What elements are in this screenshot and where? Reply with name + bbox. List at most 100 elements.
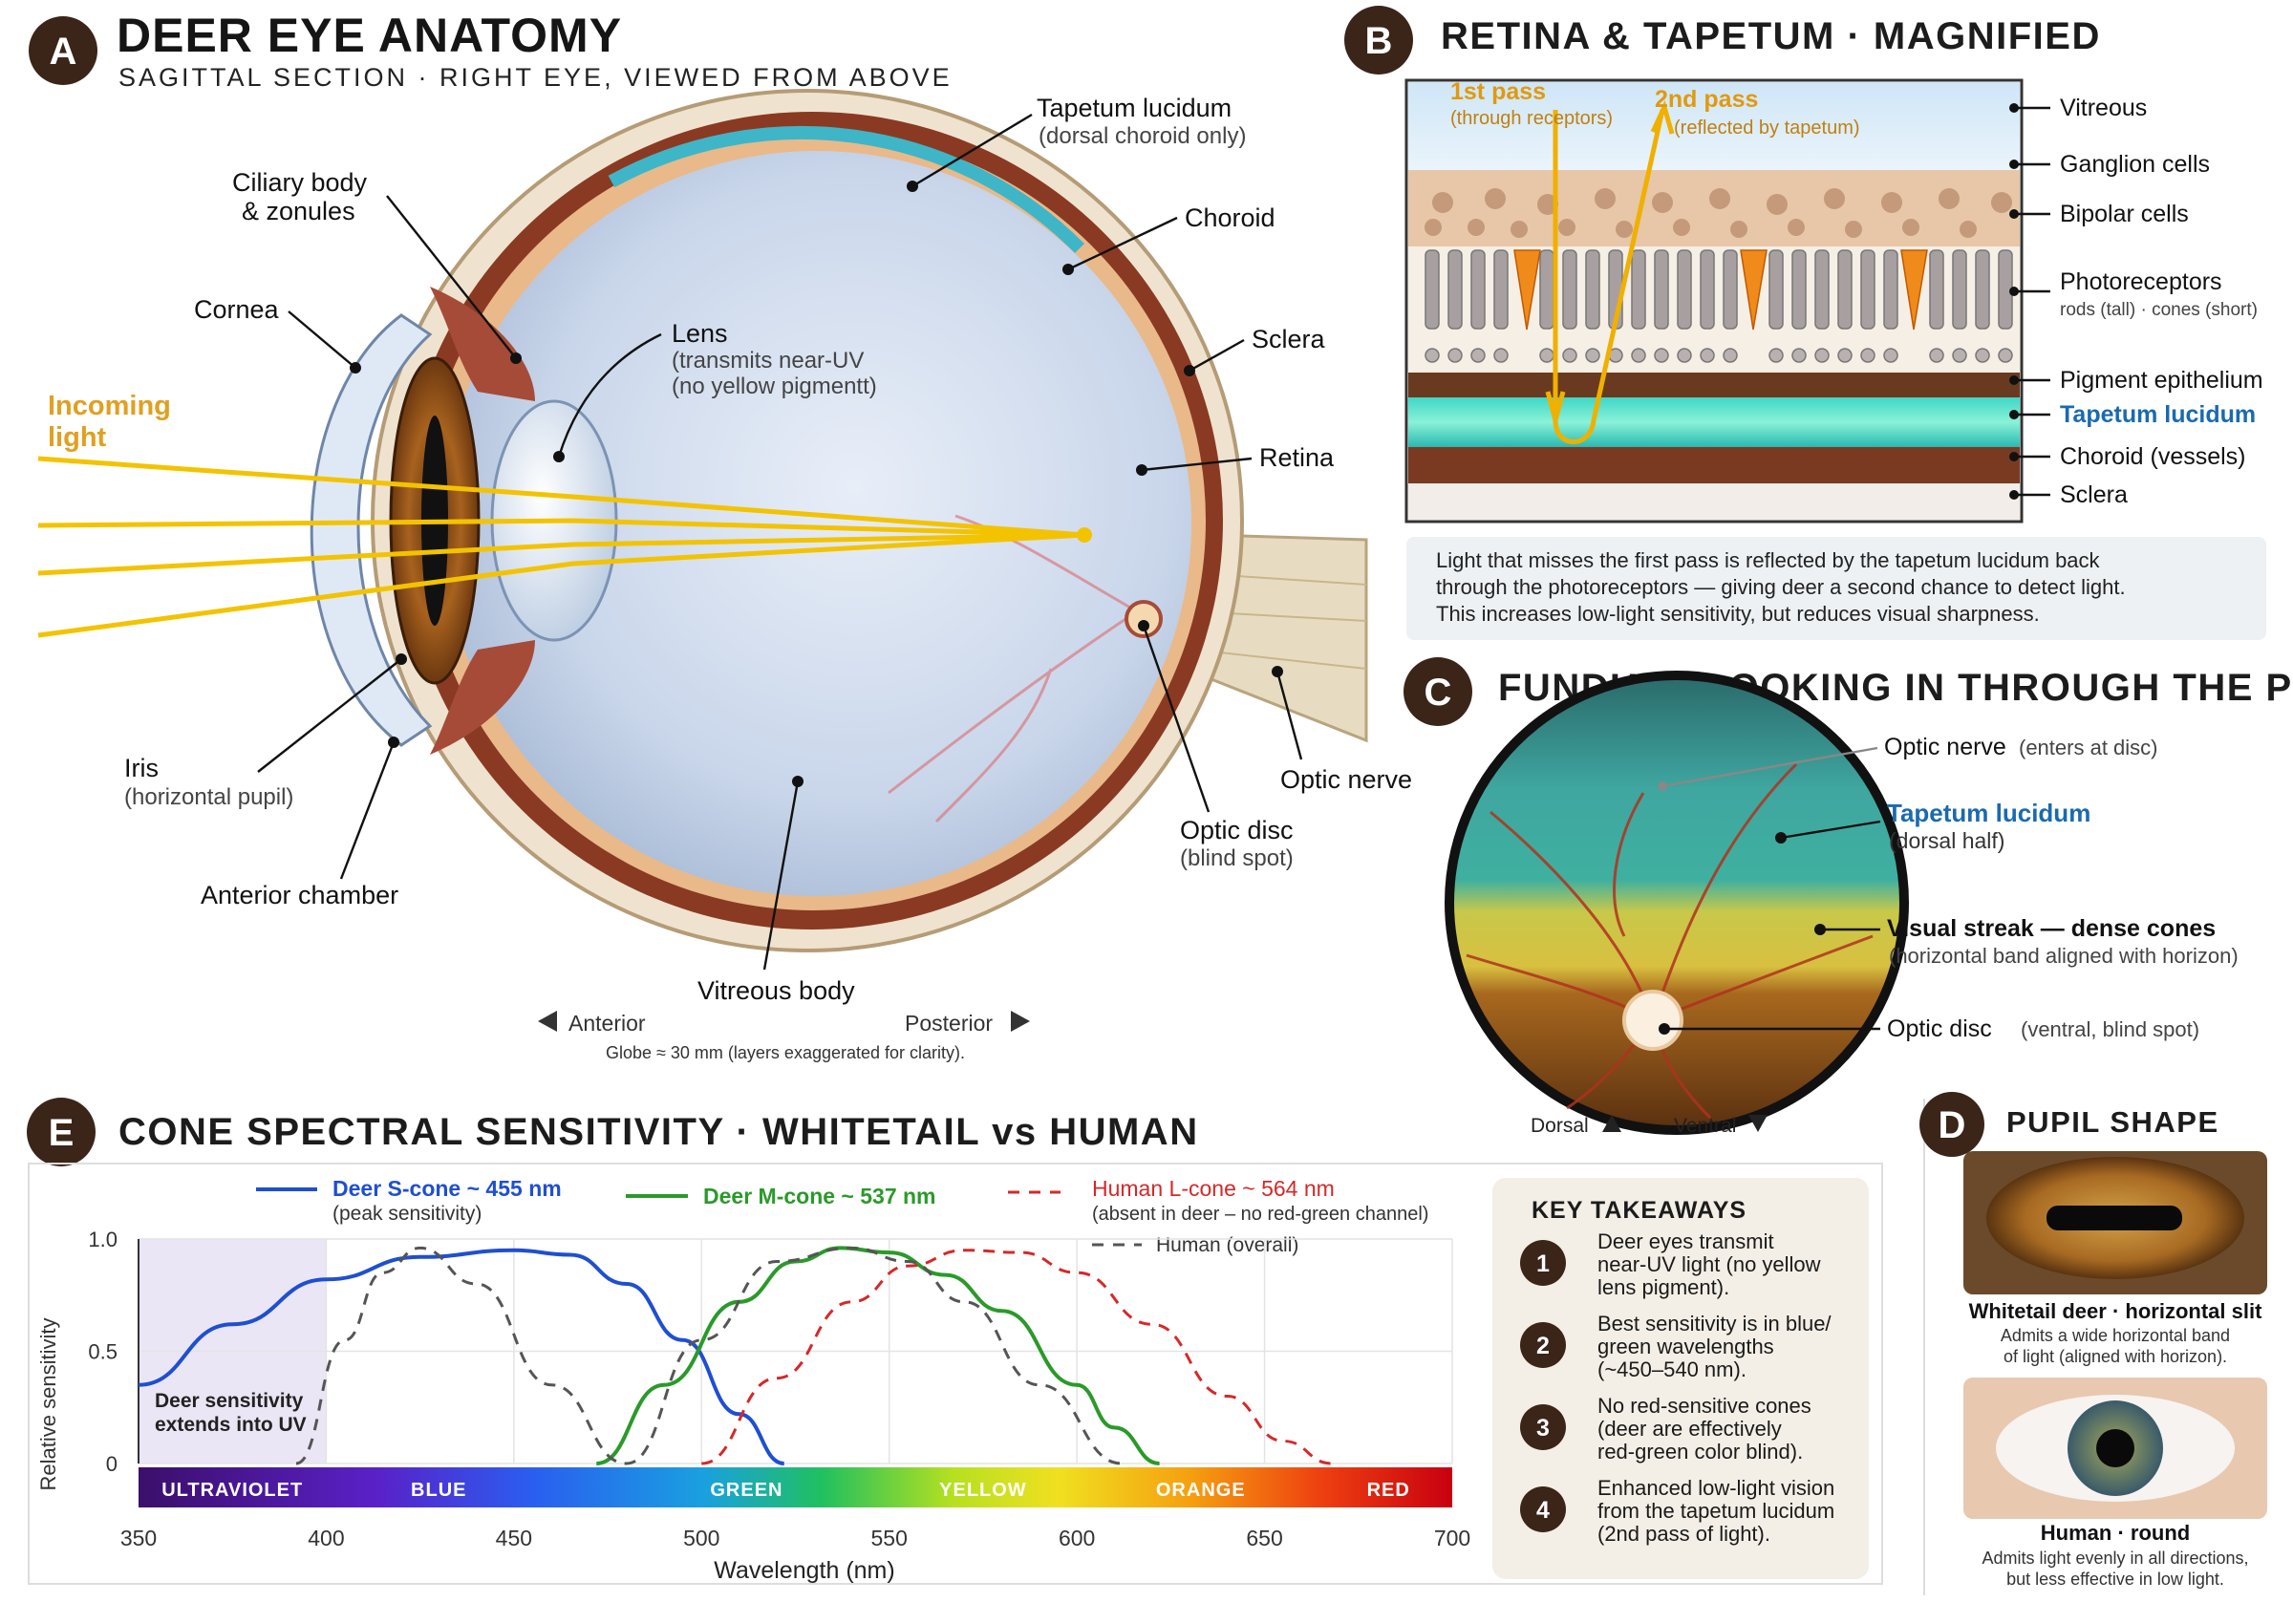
badge-c bbox=[1404, 657, 1472, 726]
label-optic-disc: Optic disc bbox=[1180, 816, 1294, 844]
series-line-2 bbox=[701, 1249, 1333, 1465]
rod-cell bbox=[1814, 249, 1830, 330]
panel-b-title: RETINA & TAPETUM · MAGNIFIED bbox=[1441, 15, 2101, 57]
label-pass1-sub: (through receptors) bbox=[1450, 108, 1613, 129]
label-lens-sub2: (no yellow pigmentt) bbox=[672, 374, 877, 399]
takeaway-number-badge bbox=[1520, 1486, 1566, 1532]
chart-grid bbox=[138, 1238, 1453, 1464]
takeaway-text: near-UV light (no yellow bbox=[1597, 1252, 1821, 1276]
badge-d bbox=[1919, 1092, 1984, 1157]
panel-e-title: CONE SPECTRAL SENSITIVITY · WHITETAIL vs… bbox=[118, 1111, 1199, 1153]
rod-nucleus bbox=[1677, 348, 1692, 363]
rod-nucleus bbox=[1562, 348, 1577, 363]
badge-a-letter: A bbox=[50, 31, 77, 73]
label-anterior-chamber: Anterior chamber bbox=[201, 881, 398, 909]
legend-m-cone: Deer M-cone ~ 537 nm bbox=[703, 1184, 936, 1208]
label-lens: Lens bbox=[672, 319, 728, 348]
tapetum-note-box bbox=[1406, 537, 2266, 640]
label-iris: Iris bbox=[124, 754, 159, 782]
panel-e: E CONE SPECTRAL SENSITIVITY · WHITETAIL … bbox=[27, 1098, 1883, 1585]
takeaway-text: green wavelengths bbox=[1597, 1335, 1774, 1358]
badge-a bbox=[29, 16, 97, 85]
label-cornea: Cornea bbox=[194, 295, 280, 324]
fundus-streak-sub: (horizontal band aligned with horizon) bbox=[1889, 944, 2239, 968]
panel-a-subtitle: SAGITTAL SECTION · RIGHT EYE, VIEWED FRO… bbox=[118, 63, 953, 92]
optic-disc-shape bbox=[1125, 600, 1163, 638]
label-incoming-2: light bbox=[48, 422, 107, 453]
rod-cell bbox=[1860, 249, 1875, 330]
series-line-3 bbox=[295, 1246, 1123, 1465]
rod-cell bbox=[1631, 249, 1646, 330]
human-pupil-caption: Human · round bbox=[2041, 1521, 2190, 1545]
fundus-ventral: Ventral bbox=[1674, 1115, 1736, 1137]
x-tick-label: 450 bbox=[496, 1526, 532, 1550]
badge-e bbox=[27, 1098, 96, 1166]
takeaway-text: (~450–540 nm). bbox=[1597, 1357, 1747, 1381]
rod-cell bbox=[1975, 249, 1990, 330]
uv-note-2: extends into UV bbox=[155, 1414, 307, 1436]
takeaway-number: 3 bbox=[1536, 1415, 1550, 1442]
label-tapetum-sub: (dorsal choroid only) bbox=[1039, 123, 1246, 149]
layer-tapetum: Tapetum lucidum bbox=[2060, 401, 2256, 428]
human-pupil-sub1: Admits light evenly in all directions, bbox=[1982, 1549, 2248, 1568]
x-axis-label: Wavelength (nm) bbox=[714, 1557, 894, 1584]
rod-cell bbox=[1837, 249, 1853, 330]
rod-cell bbox=[1723, 249, 1738, 330]
rod-nucleus bbox=[1654, 348, 1669, 363]
y-axis-label: Relative sensitivity bbox=[36, 1318, 60, 1491]
label-sclera: Sclera bbox=[1252, 325, 1326, 353]
rod-cell bbox=[1677, 249, 1692, 330]
rod-cell bbox=[1700, 249, 1715, 330]
spectrum-label: ORANGE bbox=[1156, 1480, 1246, 1501]
label-tapetum: Tapetum lucidum bbox=[1037, 94, 1232, 122]
label-optic-disc-sub: (blind spot) bbox=[1180, 845, 1294, 871]
spectrum-bar bbox=[139, 1467, 1452, 1507]
scale-note: Globe ≈ 30 mm (layers exaggerated for cl… bbox=[606, 1043, 965, 1062]
layer-labels: Vitreous Ganglion cells Bipolar cells Ph… bbox=[2009, 95, 2263, 508]
rod-nucleus bbox=[1723, 348, 1738, 363]
rod-nucleus bbox=[1700, 348, 1715, 363]
eye-illustration bbox=[37, 89, 1368, 952]
rod-nucleus bbox=[1447, 348, 1463, 363]
fundus-tapetum: Tapetum lucidum bbox=[1887, 799, 2090, 827]
takeaway-text: red-green color blind). bbox=[1597, 1440, 1803, 1464]
rod-nucleus bbox=[1860, 348, 1875, 363]
layer-photoreceptors-sub: rods (tall) · cones (short) bbox=[2060, 300, 2258, 320]
takeaway-number-badge bbox=[1520, 1404, 1566, 1450]
series-layer bbox=[138, 1246, 1333, 1465]
takeaway-number: 1 bbox=[1536, 1250, 1550, 1277]
panel-c: C FUNDUS · LOOKING IN THROUGH THE PUPIL … bbox=[1404, 657, 2293, 1137]
rod-nucleus bbox=[1929, 348, 1944, 363]
y-tick-label: 1.0 bbox=[88, 1228, 118, 1251]
takeaway-text: (deer are effectively bbox=[1597, 1417, 1782, 1441]
label-pass2: 2nd pass bbox=[1655, 86, 1758, 113]
rod-nucleus bbox=[1998, 348, 2013, 363]
rod-cell bbox=[1470, 249, 1486, 330]
tapetum-note-2: through the photoreceptors — giving deer… bbox=[1436, 575, 2126, 599]
fundus-illustration bbox=[1445, 671, 1909, 1135]
fundus-dorsal: Dorsal bbox=[1531, 1115, 1589, 1137]
layer-vitreous: Vitreous bbox=[2060, 95, 2147, 121]
deer-pupil-caption: Whitetail deer · horizontal slit bbox=[1969, 1299, 2262, 1323]
label-ciliary-2: & zonules bbox=[242, 197, 355, 225]
rod-nucleus bbox=[1585, 348, 1600, 363]
fundus-optic-nerve-sub: (enters at disc) bbox=[2019, 736, 2158, 759]
uv-note-1: Deer sensitivity bbox=[155, 1390, 304, 1412]
tapetum-note-3: This increases low-light sensitivity, bu… bbox=[1436, 602, 2040, 626]
takeaway-text: (2nd pass of light). bbox=[1597, 1522, 1770, 1546]
layer-sclera: Sclera bbox=[2060, 481, 2128, 508]
rod-nucleus bbox=[1493, 348, 1509, 363]
rod-cell bbox=[1791, 249, 1807, 330]
takeaway-number: 2 bbox=[1536, 1333, 1550, 1359]
badge-b-letter: B bbox=[1365, 20, 1393, 62]
rod-cell bbox=[1539, 249, 1554, 330]
series-line-1 bbox=[596, 1246, 1160, 1465]
spectrum-label: YELLOW bbox=[939, 1480, 1027, 1501]
label-optic-nerve: Optic nerve bbox=[1280, 765, 1412, 794]
badge-c-letter: C bbox=[1425, 672, 1452, 714]
spectrum-label: GREEN bbox=[710, 1480, 782, 1501]
y-tick-label: 0.5 bbox=[88, 1340, 118, 1364]
takeaway-text: lens pigment). bbox=[1597, 1275, 1729, 1299]
